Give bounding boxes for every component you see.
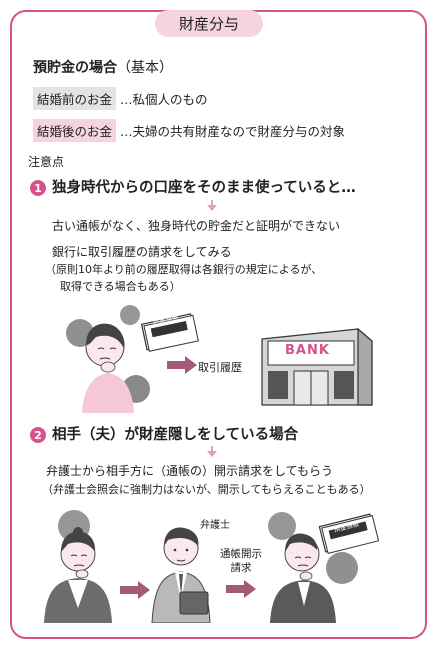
desc-before-marriage: …私個人のもの [120,92,208,107]
lawyer-illustration [151,527,211,623]
right-arrow-icon [167,356,197,374]
tag-before-marriage: 結婚前のお金 [33,87,117,110]
point2-title: 相手（夫）が財産隠しをしている場合 [52,427,299,443]
tag-after-marriage: 結婚後のお金 [33,119,117,142]
worried-husband-illustration [268,512,380,623]
disclosure-request-line2: 請求 [230,562,252,574]
point1-line1: 古い通帳がなく、独身時代の貯金だと証明ができない [52,219,341,233]
point1-line3: （原則10年より前の履歴取得は各銀行の規定によるが、 [45,263,323,276]
savings-row-before-marriage: 結婚前のお金 …私個人のもの [33,87,208,110]
point1-line4: 取得できる場合もある） [60,280,181,293]
desc-after-marriage: …夫婦の共有財産なので財産分与の対象 [120,124,346,139]
point2-heading: 2 相手（夫）が財産隠しをしている場合 [30,423,298,444]
point2-line1: 弁護士から相手方に（通帳の）開示請求をしてもらう [46,464,334,478]
transaction-history-label: 取引履歴 [198,361,242,374]
point1-heading: 1 独身時代からの口座をそのまま使っていると… [30,176,356,197]
disclosure-request-label: 通帳開示 請求 [220,547,262,575]
savings-heading-text: 預貯金の場合 [33,60,117,76]
note-label: 注意点 [28,155,65,169]
worried-woman-illustration [66,305,199,413]
point1-line2: 銀行に取引履歴の請求をしてみる [52,245,232,259]
point1-number-badge: 1 [30,180,46,196]
savings-heading: 預貯金の場合（基本） [33,57,173,77]
lawyer-label: 弁護士 [200,520,230,531]
savings-row-after-marriage: 結婚後のお金 …夫婦の共有財産なので財産分与の対象 [33,119,345,142]
bank-sign: BANK [285,343,330,358]
savings-heading-paren: （基本） [117,60,173,76]
point1-title: 独身時代からの口座をそのまま使っていると… [52,180,356,196]
worried-woman-2-illustration [44,510,112,623]
page-title: 財産分与 [155,10,263,37]
point2-number-badge: 2 [30,427,46,443]
point1-down-arrow-icon [207,200,217,211]
bank-building-icon [261,327,373,406]
right-arrow-icon-3 [226,580,256,598]
disclosure-request-line1: 通帳開示 [220,548,262,560]
right-arrow-icon-2 [120,581,150,599]
point2-line2: （弁護士会照会に強制力はないが、開示してもらえることもある） [42,483,371,496]
point2-down-arrow-icon [207,446,217,457]
